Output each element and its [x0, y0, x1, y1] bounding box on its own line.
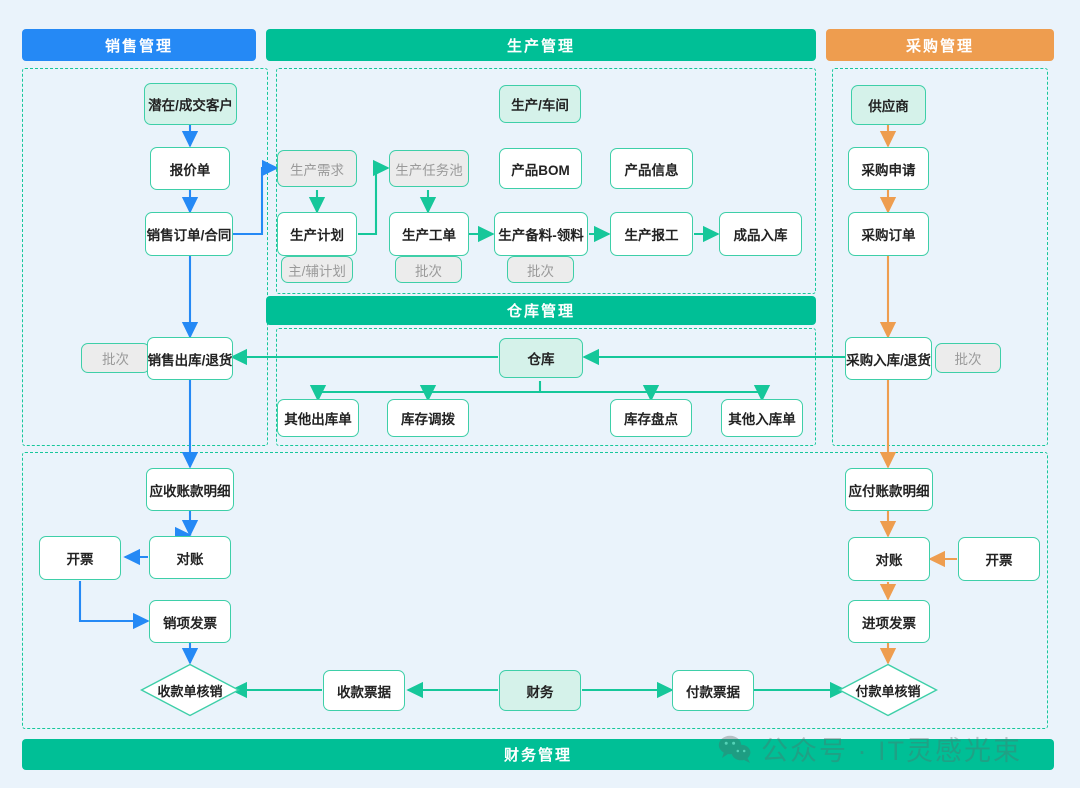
diamond-shape	[838, 663, 938, 717]
node-production-demand[interactable]: 生产需求	[277, 150, 357, 187]
node-purchase-batch[interactable]: 批次	[935, 343, 1001, 373]
node-sales-order[interactable]: 销售订单/合同	[145, 212, 233, 256]
watermark: 公众号 · IT灵感光束	[718, 729, 1022, 768]
node-other-inbound[interactable]: 其他入库单	[721, 399, 803, 437]
node-finance[interactable]: 财务	[499, 670, 581, 711]
node-ar-make-invoice[interactable]: 开票	[39, 536, 121, 580]
header-production: 生产管理	[266, 29, 816, 61]
node-production-task-pool[interactable]: 生产任务池	[389, 150, 469, 187]
node-purchase-in[interactable]: 采购入库/退货	[845, 337, 932, 380]
watermark-text: 公众号 · IT灵感光束	[761, 736, 1022, 766]
header-finance: 财务管理	[22, 739, 1054, 770]
node-quotation[interactable]: 报价单	[150, 147, 230, 190]
node-sales-batch[interactable]: 批次	[81, 343, 150, 373]
zone-finance	[22, 452, 1048, 729]
header-warehouse: 仓库管理	[266, 296, 816, 325]
node-workorder-batch[interactable]: 批次	[395, 256, 462, 283]
node-payment-voucher[interactable]: 付款票据	[672, 670, 754, 711]
node-sales-out[interactable]: 销售出库/退货	[147, 337, 233, 380]
node-warehouse[interactable]: 仓库	[499, 338, 583, 378]
node-input-invoice[interactable]: 进项发票	[848, 600, 930, 643]
node-production-report[interactable]: 生产报工	[610, 212, 693, 256]
header-purchase: 采购管理	[826, 29, 1054, 61]
node-output-invoice[interactable]: 销项发票	[149, 600, 231, 643]
node-ap-detail[interactable]: 应付账款明细	[845, 468, 933, 511]
node-ar-detail[interactable]: 应收账款明细	[146, 468, 234, 511]
node-other-outbound[interactable]: 其他出库单	[277, 399, 359, 437]
node-purchase-order[interactable]: 采购订单	[848, 212, 929, 256]
diamond-shape	[140, 663, 240, 717]
node-production-workshop[interactable]: 生产/车间	[499, 85, 581, 123]
node-payment-writeoff[interactable]: 付款单核销	[838, 663, 938, 717]
node-production-plan[interactable]: 生产计划	[277, 212, 357, 256]
node-customer[interactable]: 潜在/成交客户	[144, 83, 237, 125]
node-purchase-request[interactable]: 采购申请	[848, 147, 929, 190]
node-finished-goods-in[interactable]: 成品入库	[719, 212, 802, 256]
node-supplier[interactable]: 供应商	[851, 85, 926, 125]
zone-sales	[22, 68, 268, 446]
node-ap-reconcile[interactable]: 对账	[848, 537, 930, 581]
node-production-prepare[interactable]: 生产备料-领料	[494, 212, 588, 256]
node-label: 收款单核销	[157, 683, 223, 699]
zone-warehouse	[276, 328, 816, 446]
node-plan-batch[interactable]: 主/辅计划	[281, 256, 353, 283]
node-receipt-writeoff[interactable]: 收款单核销	[140, 663, 240, 717]
node-ar-reconcile[interactable]: 对账	[149, 536, 231, 579]
node-stock-transfer[interactable]: 库存调拨	[387, 399, 469, 437]
zone-purchase	[832, 68, 1048, 446]
node-stock-count[interactable]: 库存盘点	[610, 399, 692, 437]
node-product-bom[interactable]: 产品BOM	[499, 148, 582, 189]
node-ap-make-invoice[interactable]: 开票	[958, 537, 1040, 581]
node-label: 付款单核销	[855, 683, 921, 699]
node-receipt-voucher[interactable]: 收款票据	[323, 670, 405, 711]
node-production-workorder[interactable]: 生产工单	[389, 212, 469, 256]
header-sales: 销售管理	[22, 29, 256, 61]
node-product-info[interactable]: 产品信息	[610, 148, 693, 189]
node-prepare-batch[interactable]: 批次	[507, 256, 574, 283]
wechat-icon	[718, 734, 752, 764]
